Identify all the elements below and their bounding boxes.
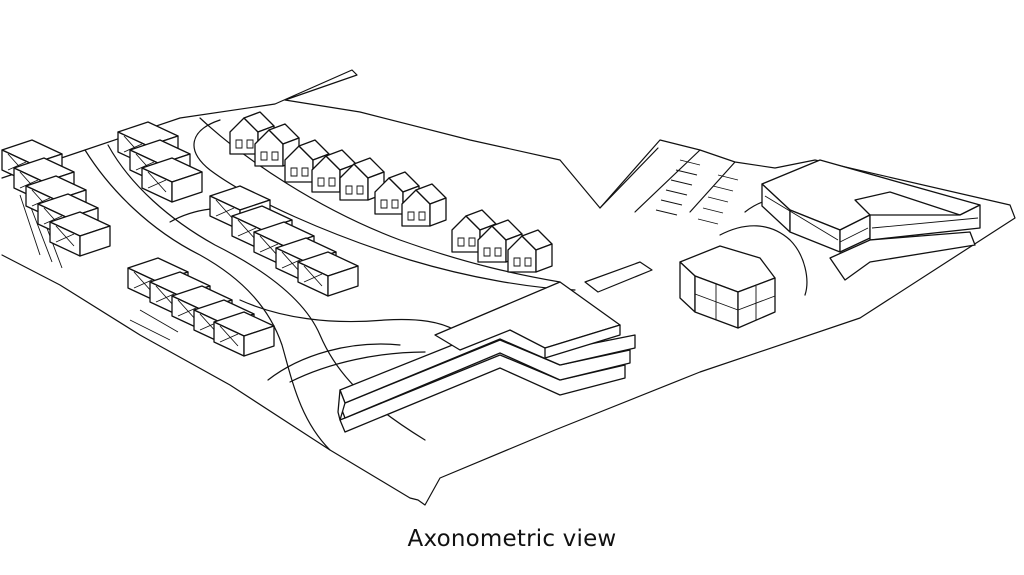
apartment-cube-block [679,245,776,329]
townhouse-cluster-central [209,185,359,297]
axonometric-drawing [1,69,1016,506]
site-boundary [1,69,1016,506]
townhouse-cluster-northwest [1,139,111,257]
townhouse-cluster-north [117,121,203,203]
parking-stalls [19,159,739,341]
townhouse-cluster-west [127,257,275,357]
courtyard-building [761,159,981,281]
drawing-caption: Axonometric view [407,526,617,552]
terrace-building [337,281,636,433]
row-houses-east [451,209,553,273]
